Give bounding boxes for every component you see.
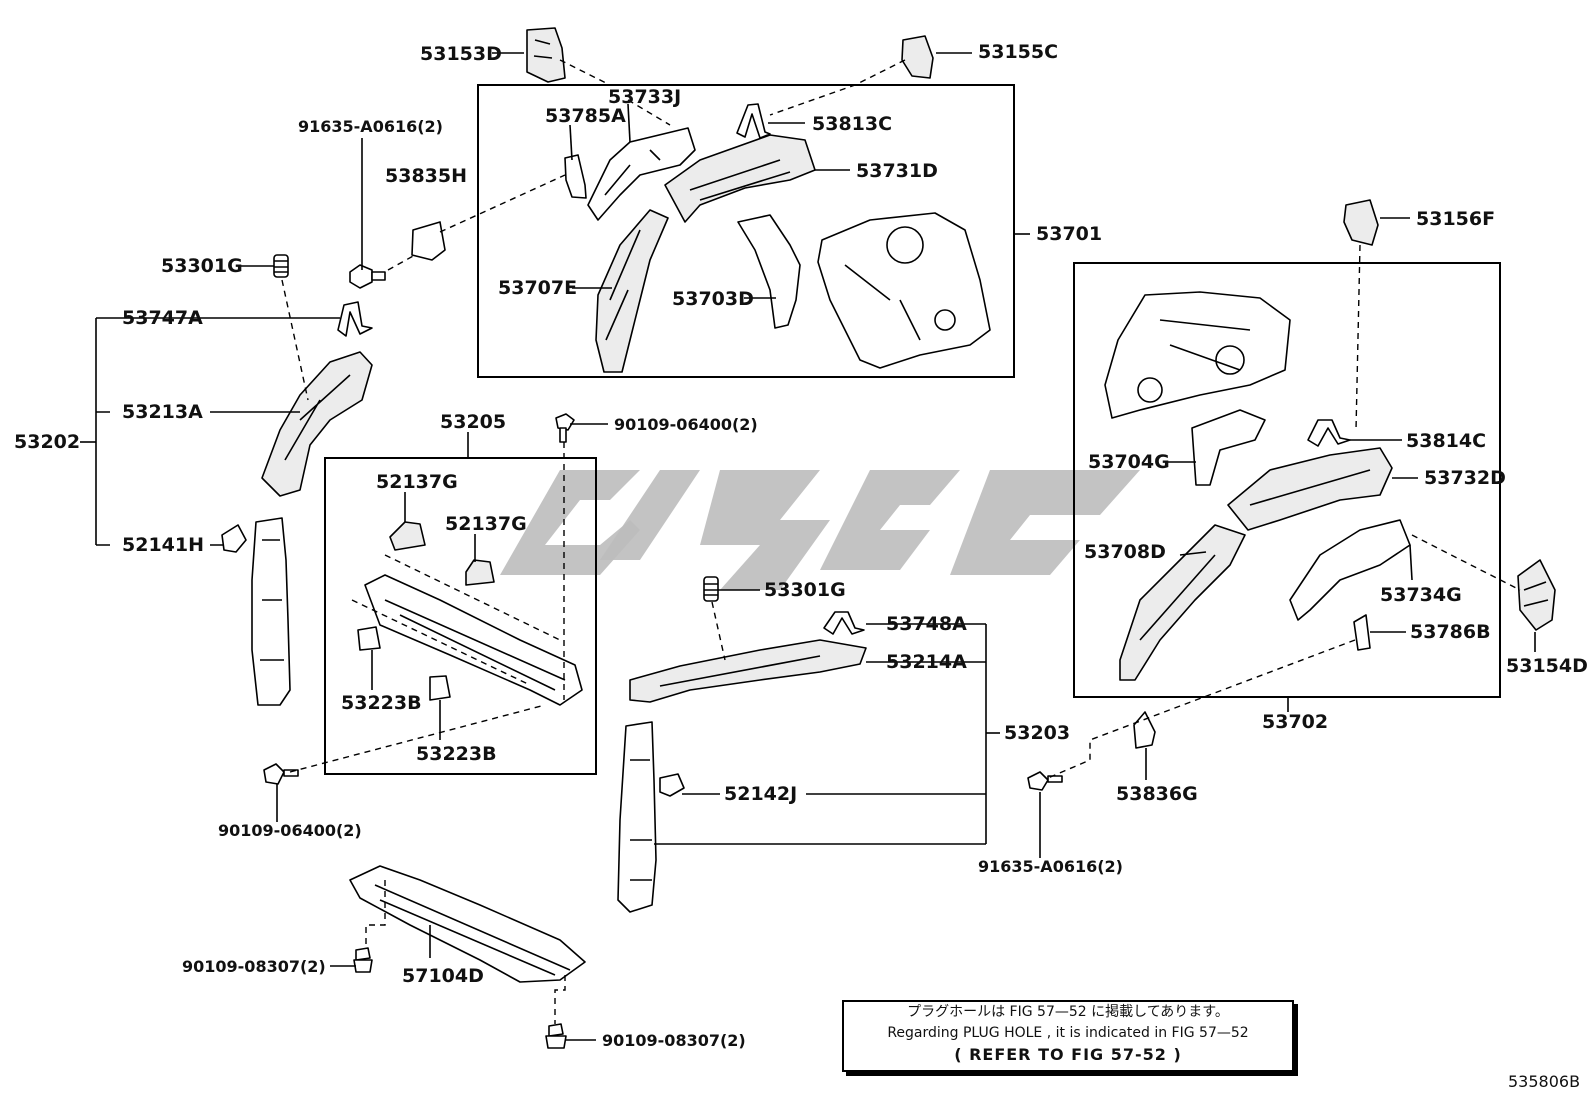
part-53747A-shape[interactable] xyxy=(337,301,373,337)
label-53154D[interactable]: 53154D xyxy=(1506,655,1588,677)
part-53734G-shape[interactable] xyxy=(1289,519,1411,621)
label-52137G-b[interactable]: 52137G xyxy=(445,513,527,535)
label-53301G-top[interactable]: 53301G xyxy=(161,255,243,277)
label-53214A[interactable]: 53214A xyxy=(886,651,967,673)
label-91635-A0616-bottom[interactable]: 91635-A0616(2) xyxy=(978,857,1123,876)
label-90109-08307-a[interactable]: 90109-08307(2) xyxy=(182,957,326,976)
part-front-pillar-mid-shape[interactable] xyxy=(617,721,657,913)
label-53703D[interactable]: 53703D xyxy=(672,288,754,310)
label-53732D[interactable]: 53732D xyxy=(1424,467,1506,489)
part-52142J-shape[interactable] xyxy=(659,773,685,797)
part-52137G-b-shape[interactable] xyxy=(465,559,495,586)
label-52141H[interactable]: 52141H xyxy=(122,534,204,556)
part-53708D-shape[interactable] xyxy=(1119,524,1246,681)
part-53155C-shape[interactable] xyxy=(901,35,934,79)
part-apron-upper-right-shape[interactable] xyxy=(1104,291,1291,419)
part-labels: 53153D 53155C 53733J 53785A 53813C 53731… xyxy=(14,41,1588,1050)
part-90109-08307-a-shape[interactable] xyxy=(353,947,373,973)
part-53732D-shape[interactable] xyxy=(1227,447,1393,531)
part-91635-bolt-bottom-shape[interactable] xyxy=(1027,771,1063,791)
part-53223B-b-shape[interactable] xyxy=(429,675,451,701)
watermark-logo xyxy=(500,470,1140,590)
label-53223B-a[interactable]: 53223B xyxy=(341,692,422,714)
note-refer-link[interactable]: ( REFER TO FIG 57-52 ) xyxy=(954,1045,1182,1064)
part-53733J-shape[interactable] xyxy=(587,127,696,221)
group-box-53205 xyxy=(324,457,597,775)
label-53731D[interactable]: 53731D xyxy=(856,160,938,182)
part-53156F-shape[interactable] xyxy=(1343,199,1379,246)
part-90109-06400-bottom-shape[interactable] xyxy=(263,763,299,785)
part-53785A-shape[interactable] xyxy=(564,154,587,199)
label-57104D[interactable]: 57104D xyxy=(402,965,484,987)
label-53814C[interactable]: 53814C xyxy=(1406,430,1486,452)
part-52141H-shape[interactable] xyxy=(221,524,247,553)
label-53747A[interactable]: 53747A xyxy=(122,307,203,329)
figure-code: 535806B xyxy=(1508,1072,1581,1091)
label-53704G[interactable]: 53704G xyxy=(1088,451,1170,473)
part-53707E-shape[interactable] xyxy=(595,209,669,373)
label-53202[interactable]: 53202 xyxy=(14,431,80,453)
leader-lines xyxy=(80,52,1536,1041)
label-53836G[interactable]: 53836G xyxy=(1116,783,1198,805)
label-53734G[interactable]: 53734G xyxy=(1380,584,1462,606)
label-52142J[interactable]: 52142J xyxy=(724,783,797,805)
label-53223B-b[interactable]: 53223B xyxy=(416,743,497,765)
label-53205[interactable]: 53205 xyxy=(440,411,506,433)
part-53836G-shape[interactable] xyxy=(1133,711,1156,749)
label-53748A[interactable]: 53748A xyxy=(886,613,967,635)
part-53748A-shape[interactable] xyxy=(823,611,865,635)
label-53733J[interactable]: 53733J xyxy=(608,86,681,108)
part-53223B-a-shape[interactable] xyxy=(357,626,381,651)
part-90109-06400-top-shape[interactable] xyxy=(555,413,575,443)
part-radiator-support-upper-shape[interactable] xyxy=(364,574,583,706)
part-apron-upper-left-shape[interactable] xyxy=(817,212,991,369)
part-53814C-shape[interactable] xyxy=(1307,419,1351,447)
label-53153D[interactable]: 53153D xyxy=(420,43,502,65)
part-53214A-shape[interactable] xyxy=(629,639,867,703)
label-53213A[interactable]: 53213A xyxy=(122,401,203,423)
label-53707E[interactable]: 53707E xyxy=(498,277,577,299)
label-53813C[interactable]: 53813C xyxy=(812,113,892,135)
label-53786B[interactable]: 53786B xyxy=(1410,621,1491,643)
part-53704G-shape[interactable] xyxy=(1191,409,1266,486)
label-91635-A0616-top[interactable]: 91635-A0616(2) xyxy=(298,117,443,136)
part-90109-08307-b-shape[interactable] xyxy=(545,1023,567,1049)
label-53203[interactable]: 53203 xyxy=(1004,722,1070,744)
part-57104D-shape[interactable] xyxy=(349,865,586,983)
label-53702[interactable]: 53702 xyxy=(1262,711,1328,733)
label-53708D[interactable]: 53708D xyxy=(1084,541,1166,563)
part-52137G-a-shape[interactable] xyxy=(389,521,426,551)
label-90109-08307-b[interactable]: 90109-08307(2) xyxy=(602,1031,746,1050)
label-53785A[interactable]: 53785A xyxy=(545,105,626,127)
part-91635-bolt-top-shape[interactable] xyxy=(349,264,386,289)
label-53156F[interactable]: 53156F xyxy=(1416,208,1495,230)
part-53213A-shape[interactable] xyxy=(261,351,373,497)
label-90109-06400-bottom[interactable]: 90109-06400(2) xyxy=(218,821,362,840)
label-52137G-a[interactable]: 52137G xyxy=(376,471,458,493)
label-53155C[interactable]: 53155C xyxy=(978,41,1058,63)
label-90109-06400-top[interactable]: 90109-06400(2) xyxy=(614,415,758,434)
part-53301G-mid-shape[interactable] xyxy=(703,576,719,602)
group-box-53702 xyxy=(1073,262,1501,698)
group-box-53701 xyxy=(477,84,1015,378)
plug-hole-reference-note: プラグホールは FIG 57—52 に掲載してあります。 Regarding P… xyxy=(842,1000,1294,1072)
label-53301G-mid[interactable]: 53301G xyxy=(764,579,846,601)
part-front-pillar-left-shape[interactable] xyxy=(251,517,291,706)
part-53813C-shape[interactable] xyxy=(736,103,771,139)
label-53701[interactable]: 53701 xyxy=(1036,223,1102,245)
part-53731D-shape[interactable] xyxy=(664,134,816,223)
note-english-text: Regarding PLUG HOLE , it is indicated in… xyxy=(887,1025,1249,1041)
note-japanese-text: プラグホールは FIG 57—52 に掲載してあります。 xyxy=(907,1004,1229,1020)
label-53835H[interactable]: 53835H xyxy=(385,165,467,187)
part-53154D-shape[interactable] xyxy=(1517,559,1556,631)
part-53835H-shape[interactable] xyxy=(411,221,446,261)
part-53301G-top-shape[interactable] xyxy=(273,254,289,278)
part-53153D-shape[interactable] xyxy=(526,27,566,83)
part-53786B-shape[interactable] xyxy=(1353,614,1371,651)
part-53703D-shape[interactable] xyxy=(737,214,801,329)
